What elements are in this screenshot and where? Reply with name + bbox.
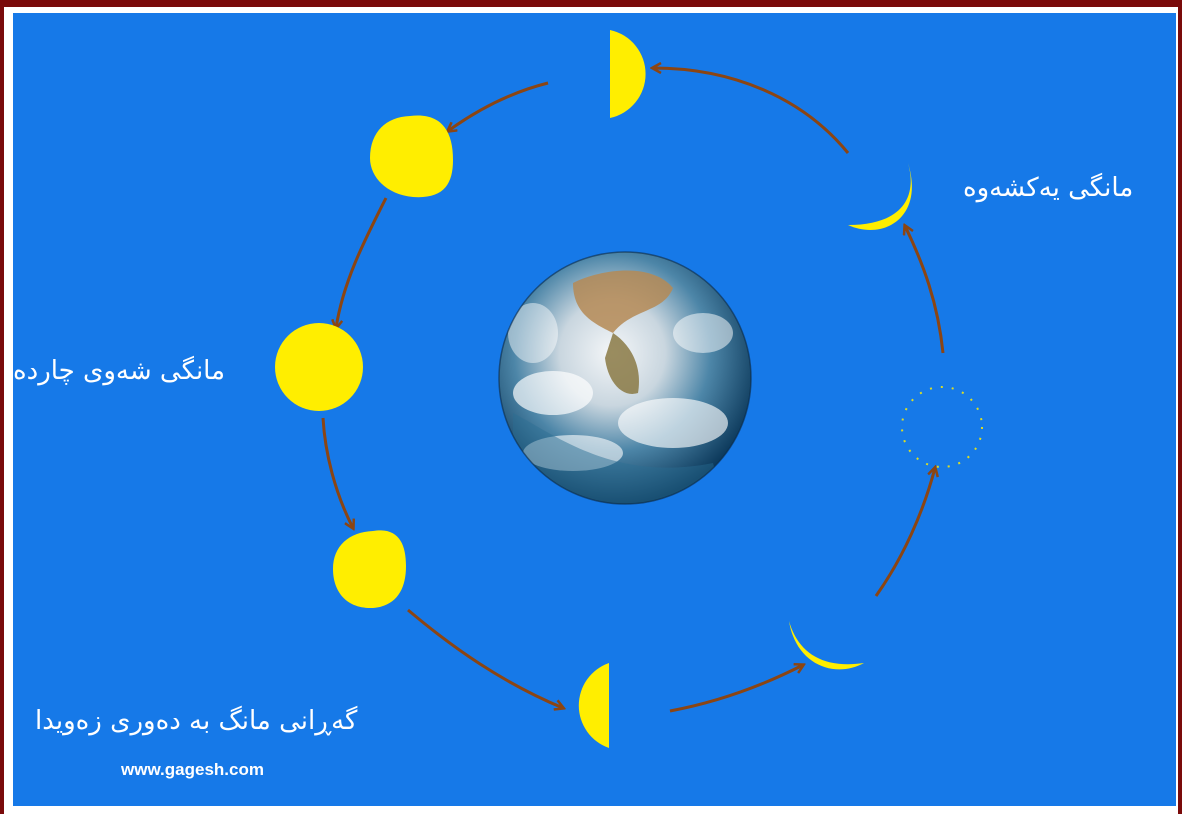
diagram-canvas: مانگی یەکشەوە مانگی شەوی چاردە گەڕانی ما… [13,13,1176,806]
orbit-arrow [670,665,803,711]
orbit-arrow [876,468,935,596]
moon-waning-gibbous-icon [370,116,453,198]
moon-full-icon [275,323,363,411]
new-moon-label: مانگی یەکشەوە [963,173,1133,203]
orbit-arrow [653,68,848,153]
moon-waxing-crescent-icon [789,621,864,669]
website-link[interactable]: www.gagesh.com [121,760,264,780]
orbit-diagram [13,13,1176,806]
moon-new-icon [902,387,982,467]
diagram-title: گەڕانی مانگ بە دەوری زەویدا [35,706,357,736]
earth-globe [499,252,751,533]
orbit-arrow [408,610,563,708]
full-moon-label: مانگی شەوی چاردە [13,356,225,386]
moon-last-quarter-icon [610,30,646,118]
orbit-arrow [336,198,386,328]
moon-first-quarter-icon [579,663,609,748]
moon-waning-crescent-icon [848,163,912,230]
moon-waxing-gibbous-icon [333,530,406,608]
orbit-arrow [323,418,353,528]
orbit-arrow [905,226,943,353]
orbit-arrow [448,83,548,131]
